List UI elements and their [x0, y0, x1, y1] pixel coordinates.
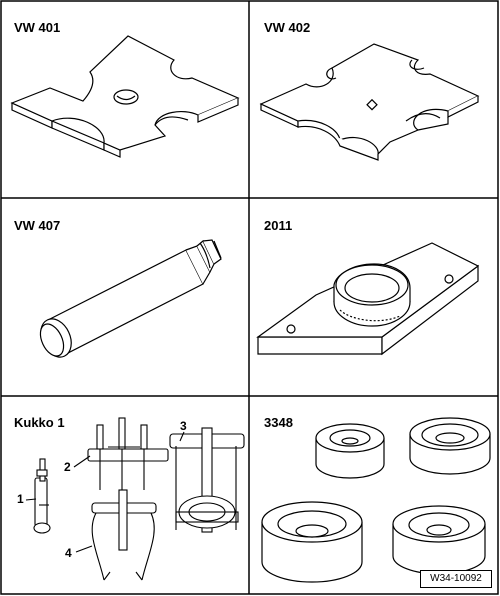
panel-label-kukko-1: Kukko 1 — [14, 415, 65, 430]
vw407-press-tool-drawing — [39, 239, 222, 358]
panel-label-vw401: VW 401 — [14, 20, 61, 35]
callout-4: 4 — [65, 546, 72, 560]
panel-label-vw402: VW 402 — [264, 20, 311, 35]
vw401-plate-drawing — [10, 35, 240, 158]
vw402-plate-drawing — [259, 43, 480, 161]
2011-base-plate-drawing — [256, 242, 480, 356]
panel-label-2011: 2011 — [264, 218, 293, 233]
figure-reference: W34-10092 — [420, 570, 492, 588]
kukko-puller-set-drawing — [25, 417, 245, 581]
panel-label-3348: 3348 — [264, 415, 293, 430]
callout-1: 1 — [17, 492, 24, 506]
3348-thrust-pieces-drawing — [261, 417, 491, 583]
callout-3: 3 — [180, 419, 187, 433]
callout-2: 2 — [64, 460, 71, 474]
panel-label-vw407: VW 407 — [14, 218, 61, 233]
